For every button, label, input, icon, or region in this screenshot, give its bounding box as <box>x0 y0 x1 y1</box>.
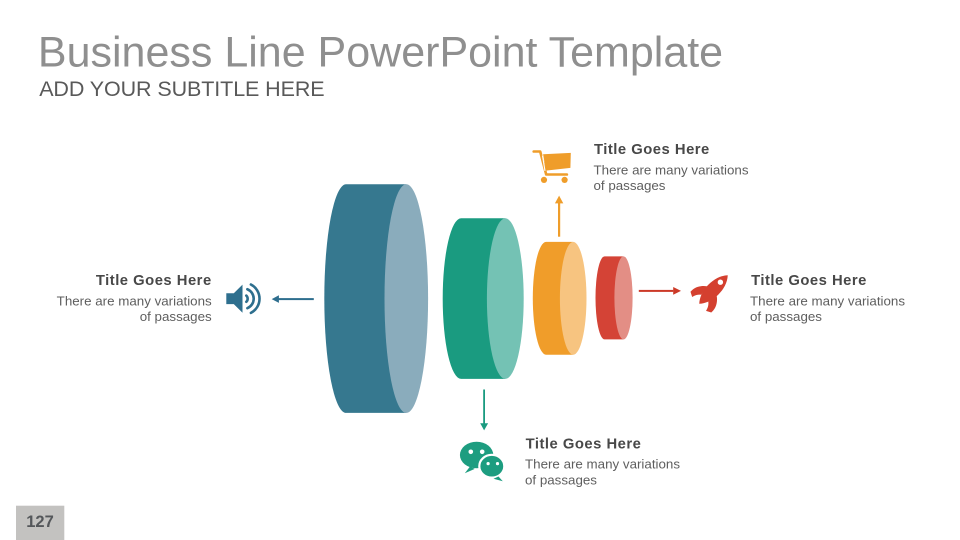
svg-text:of passages: of passages <box>525 473 597 488</box>
svg-text:There are many variations: There are many variations <box>525 457 680 472</box>
svg-text:Title Goes Here: Title Goes Here <box>751 273 867 289</box>
svg-text:There are many variations: There are many variations <box>594 162 749 177</box>
svg-text:of passages: of passages <box>140 309 212 324</box>
svg-text:ADD YOUR SUBTITLE HERE: ADD YOUR SUBTITLE HERE <box>39 77 324 101</box>
svg-text:of passages: of passages <box>594 178 666 193</box>
svg-text:Title Goes Here: Title Goes Here <box>96 273 212 289</box>
svg-text:127: 127 <box>26 513 54 531</box>
svg-text:Title Goes Here: Title Goes Here <box>594 142 710 158</box>
svg-text:Title Goes Here: Title Goes Here <box>526 436 642 452</box>
svg-text:There are many variations: There are many variations <box>750 293 905 308</box>
svg-text:Business Line PowerPoint Templ: Business Line PowerPoint Template <box>38 29 723 77</box>
svg-text:There are many variations: There are many variations <box>57 293 212 308</box>
svg-text:of passages: of passages <box>750 309 822 324</box>
